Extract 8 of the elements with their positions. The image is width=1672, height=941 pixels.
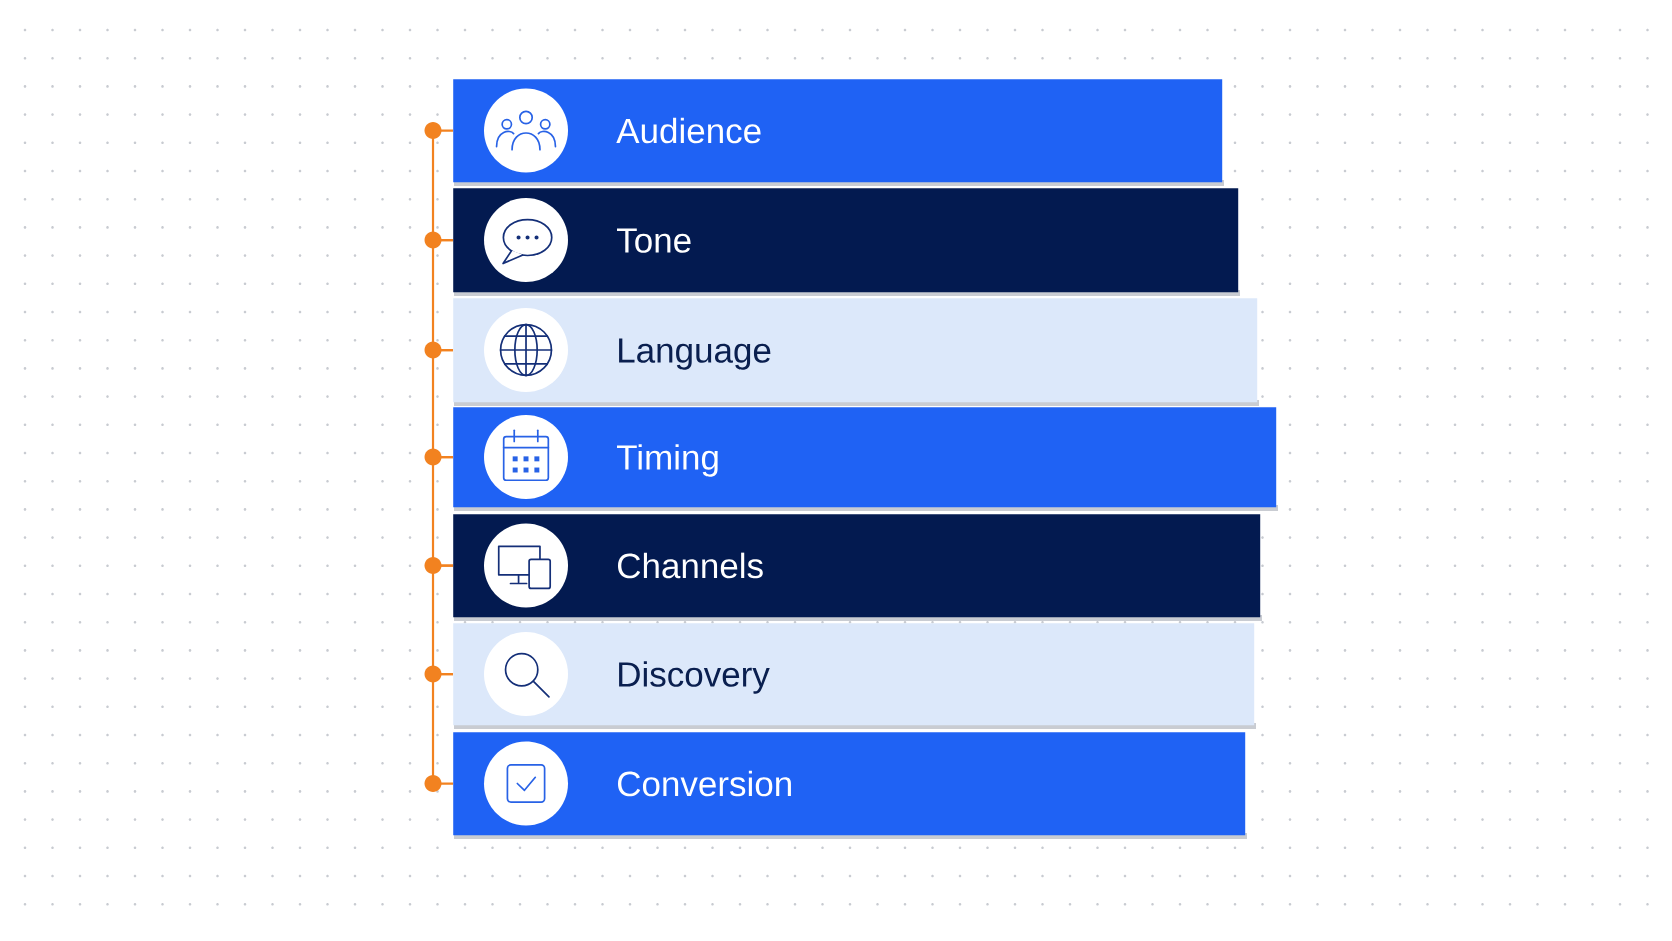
list-bar: Language [453,298,1259,406]
list-bar: Timing [453,407,1278,511]
list-bar: Tone [453,188,1240,296]
list-bar: Audience [453,79,1224,186]
list-bar: Discovery [453,623,1256,729]
list-bar: Channels [453,514,1262,621]
list-bar: Conversion [453,732,1247,839]
connector-line [431,673,453,785]
